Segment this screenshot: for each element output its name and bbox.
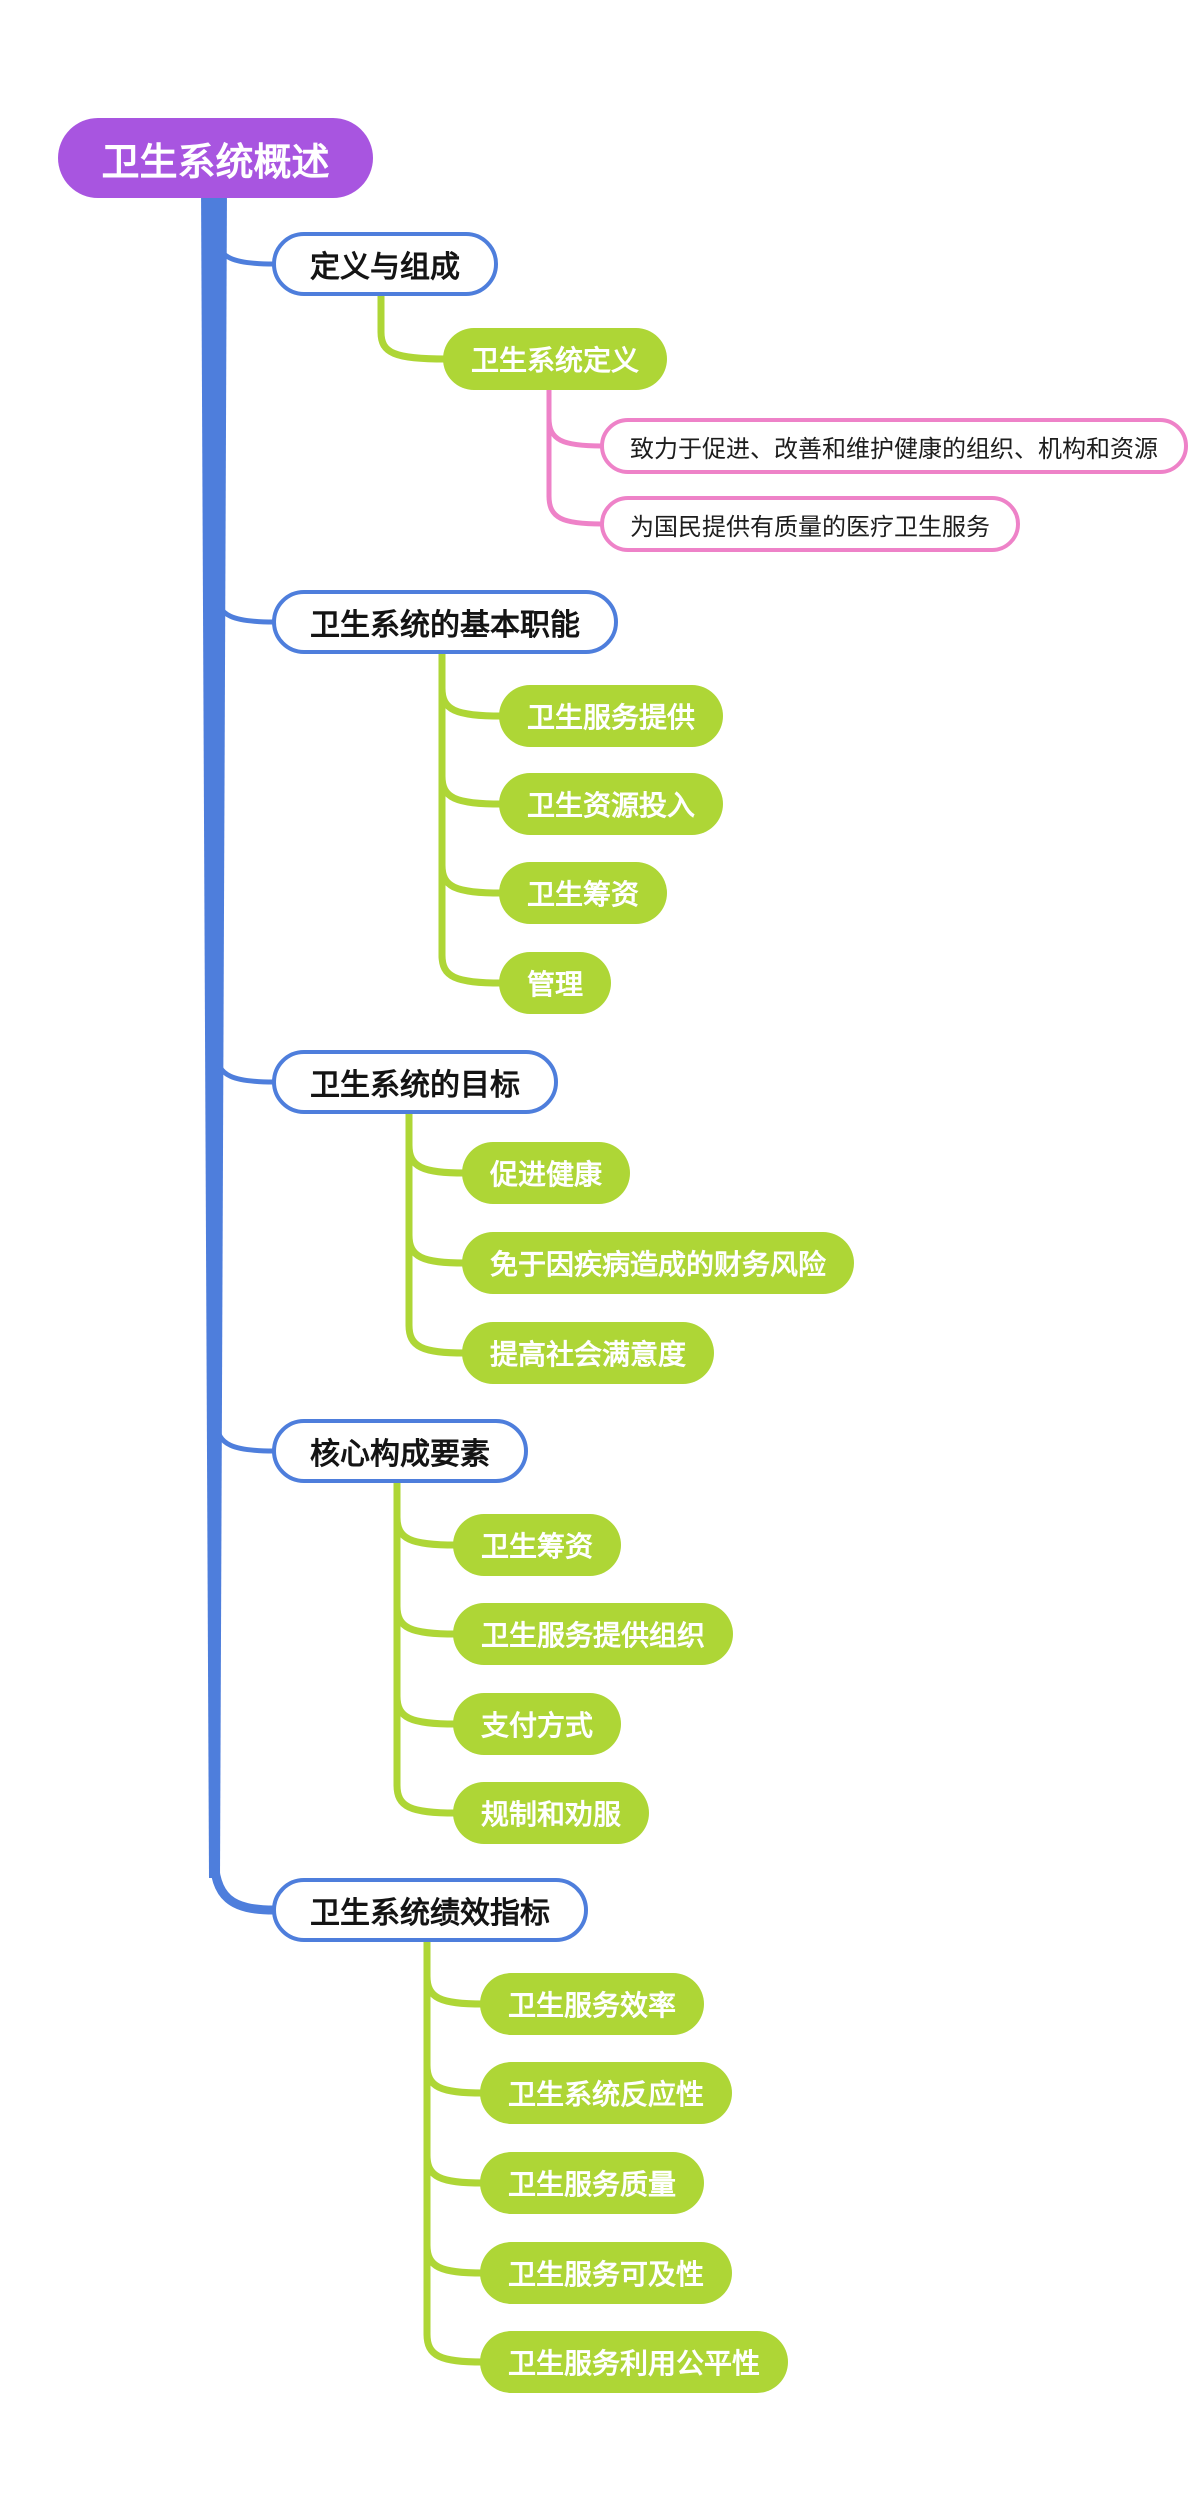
branch-2-elbow-2	[438, 772, 506, 808]
branch-2-elbow-1	[438, 684, 506, 720]
child-node-financial-risk-protection[interactable]: 免于因疾病造成的财务风险	[462, 1232, 855, 1294]
branch-node-definition-composition[interactable]: 定义与组成	[272, 232, 498, 296]
leaf-node-definition-detail-1[interactable]: 致力于促进、改善和维护健康的组织、机构和资源	[600, 418, 1188, 474]
trunk-elbow-branch-4	[214, 1420, 277, 1454]
child-node-health-system-definition[interactable]: 卫生系统定义	[443, 328, 668, 390]
branch-3-elbow-3	[405, 1321, 469, 1357]
trunk-elbow-branch-3	[214, 1051, 277, 1085]
branch-4-elbow-3	[393, 1692, 460, 1728]
child-node-service-efficiency[interactable]: 卫生服务效率	[480, 1973, 705, 2035]
child-node-utilization-equity[interactable]: 卫生服务利用公平性	[480, 2331, 789, 2393]
branch-1-stem	[377, 290, 450, 363]
branch-5-elbow-1	[423, 1972, 487, 2008]
trunk-line	[201, 185, 227, 1878]
child-node-resource-input[interactable]: 卫生资源投入	[499, 773, 724, 835]
child-node-service-quality[interactable]: 卫生服务质量	[480, 2152, 705, 2214]
branch-5-elbow-4	[423, 2241, 487, 2277]
branch-2-elbow-4	[438, 951, 506, 987]
branch-4-elbow-2	[393, 1602, 460, 1638]
branch-node-basic-functions[interactable]: 卫生系统的基本职能	[272, 590, 618, 654]
branch-4-elbow-4	[393, 1781, 460, 1817]
branch-4-elbow-1	[393, 1513, 460, 1549]
trunk-elbow-branch-1	[214, 233, 277, 267]
leaf-node-definition-detail-2[interactable]: 为国民提供有质量的医疗卫生服务	[600, 496, 1020, 552]
child-node-health-financing[interactable]: 卫生筹资	[499, 862, 668, 924]
child-node-provider-organizations[interactable]: 卫生服务提供组织	[453, 1603, 734, 1665]
branch-2-elbow-3	[438, 861, 506, 897]
child-node-regulation-persuasion[interactable]: 规制和劝服	[453, 1782, 650, 1844]
branch-3-elbow-2	[405, 1231, 469, 1267]
child-node-management[interactable]: 管理	[499, 952, 612, 1014]
branch-node-core-elements[interactable]: 核心构成要素	[272, 1419, 528, 1483]
child-node-social-satisfaction[interactable]: 提高社会满意度	[462, 1322, 715, 1384]
branch-5-elbow-2	[423, 2061, 487, 2097]
child-node-service-accessibility[interactable]: 卫生服务可及性	[480, 2242, 733, 2304]
branch-node-performance-indicators[interactable]: 卫生系统绩效指标	[272, 1878, 588, 1942]
child-node-core-financing[interactable]: 卫生筹资	[453, 1514, 622, 1576]
leaf-elbow-1	[546, 415, 605, 449]
trunk-elbow-branch-5	[209, 1850, 279, 1915]
root-node[interactable]: 卫生系统概述	[58, 118, 373, 198]
branch-3-elbow-1	[405, 1141, 469, 1177]
child-node-service-provision[interactable]: 卫生服务提供	[499, 685, 724, 747]
child-node-system-responsiveness[interactable]: 卫生系统反应性	[480, 2062, 733, 2124]
branch-5-elbow-5	[423, 2330, 487, 2366]
trunk-elbow-branch-2	[214, 591, 277, 625]
leaf-elbow-2	[546, 493, 605, 527]
branch-5-elbow-3	[423, 2151, 487, 2187]
branch-node-goals[interactable]: 卫生系统的目标	[272, 1050, 558, 1114]
child-node-payment-methods[interactable]: 支付方式	[453, 1693, 622, 1755]
child-node-promote-health[interactable]: 促进健康	[462, 1142, 631, 1204]
